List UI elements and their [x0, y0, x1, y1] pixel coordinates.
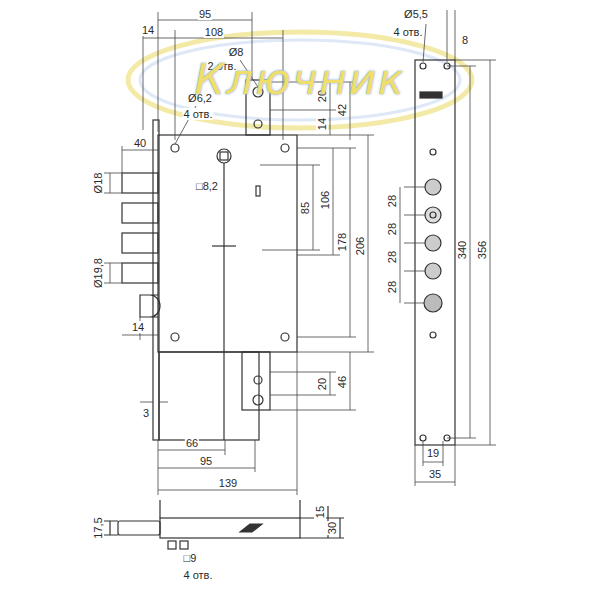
faceplate: [425, 179, 441, 195]
lock-body: [281, 333, 289, 341]
faceplate: [424, 294, 442, 312]
dimension-label: 35: [428, 468, 442, 480]
lock-body: [254, 376, 262, 384]
dimension-label: 139: [218, 477, 238, 489]
faceplate: [425, 207, 441, 223]
dimension-label: 40: [133, 137, 147, 149]
dimension-lines: [143, 20, 283, 38]
lock-body: [122, 233, 158, 253]
bottom-view: [104, 500, 344, 549]
dimension-label: 4 отв.: [393, 26, 424, 38]
faceplate: [420, 435, 426, 441]
dimension-label: 20: [316, 377, 328, 391]
dimension-label: 42: [336, 103, 348, 117]
dimension-label: 108: [204, 26, 224, 38]
faceplate: [415, 60, 455, 445]
dimension-label: 3: [142, 407, 150, 419]
bottom-view: [240, 524, 262, 532]
lock-body: [242, 352, 270, 410]
faceplate: [430, 149, 436, 155]
dimension-label: 8: [461, 34, 469, 46]
lock-body: [223, 163, 224, 440]
dimension-lines: [140, 402, 168, 403]
dimension-label: 178: [336, 232, 348, 252]
dimension-label: 106: [319, 190, 331, 210]
dimension-label: Ø5,5: [403, 8, 429, 20]
lock-body: [122, 173, 158, 193]
lock-body: [281, 144, 289, 152]
dimension-label: □9: [183, 552, 198, 564]
faceplate: [425, 263, 441, 279]
dimension-label: □8,2: [195, 180, 219, 192]
bottom-view: [104, 500, 344, 538]
dimension-label: Ø19,8: [92, 257, 104, 289]
lock-body: [217, 149, 231, 163]
dimension-label: 17,5: [92, 516, 104, 539]
dimension-label: 14: [316, 117, 328, 131]
faceplate: [430, 212, 436, 218]
lock-body: [253, 395, 263, 405]
bottom-view: [118, 521, 160, 535]
watermark-logo: [128, 32, 472, 128]
faceplate-dimensions: [415, 441, 455, 486]
dimension-label: 4 отв.: [183, 108, 214, 120]
bottom-view: [180, 541, 188, 549]
dimension-lines: [313, 82, 368, 352]
watermark-logo: [128, 32, 472, 128]
lock-body: [122, 203, 158, 223]
lock-body: [140, 295, 160, 317]
faceplate-dimensions: [400, 187, 425, 303]
dimension-lines: [158, 352, 297, 495]
dimension-label: 28: [386, 280, 398, 294]
dimension-label: 95: [198, 8, 212, 20]
dimension-label: 85: [299, 201, 311, 215]
watermark: Ключник: [194, 56, 407, 104]
faceplate: [430, 332, 436, 338]
faceplate: [420, 92, 442, 98]
bottom-view: [160, 518, 300, 538]
lock-body: [254, 120, 262, 128]
dimension-label: 28: [386, 250, 398, 264]
dimension-lines: [104, 173, 122, 283]
faceplate: [420, 63, 426, 69]
dimension-label: 95: [199, 455, 213, 467]
dimension-lines: [270, 352, 374, 410]
dimension-label: 340: [456, 240, 468, 260]
lock-body: [171, 144, 179, 152]
lock-body: [122, 263, 158, 283]
dimension-label: 206: [354, 236, 366, 256]
faceplate-dimensions: [400, 10, 496, 486]
dimension-label: 14: [131, 321, 145, 333]
lock-body: [220, 152, 228, 160]
dimension-label: 15: [314, 505, 326, 519]
lock-body: [256, 186, 260, 196]
dimension-label: 14: [141, 24, 155, 36]
dimension-lines: [122, 146, 158, 340]
dimension-label: 30: [326, 521, 338, 535]
lock-body: [171, 333, 179, 341]
dimension-label: 28: [386, 194, 398, 208]
watermark-logo: [140, 40, 460, 120]
dimension-label: 28: [386, 222, 398, 236]
dimension-lines: [260, 82, 374, 337]
dimension-label: 4 отв.: [183, 569, 214, 581]
dimension-label: 46: [336, 375, 348, 389]
dimension-label: 66: [185, 437, 199, 449]
faceplate-dimensions: [423, 10, 496, 445]
lock-body: [212, 245, 236, 246]
dimension-label: Ø18: [92, 172, 104, 195]
lock-body: [122, 80, 297, 440]
dimension-label: 19: [426, 447, 440, 459]
lock-body: [159, 352, 259, 440]
faceplate: [415, 60, 455, 445]
faceplate: [425, 235, 441, 251]
dimension-label: 356: [476, 240, 488, 260]
bottom-view: [168, 541, 176, 549]
lock-body: [158, 135, 297, 352]
